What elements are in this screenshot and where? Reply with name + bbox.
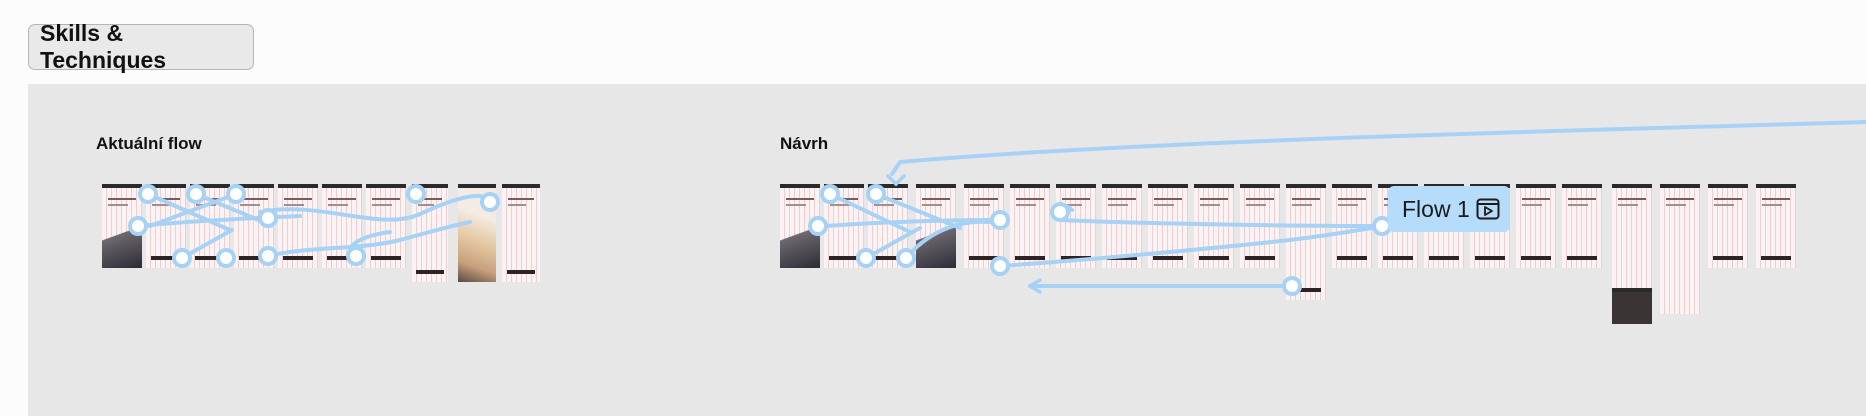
connector-line [146,192,270,232]
connection-node[interactable] [258,246,278,266]
connector-line [1058,218,1386,228]
connection-node[interactable] [258,208,278,228]
connection-node[interactable] [172,248,192,268]
connection-node[interactable] [480,192,500,212]
screen-thumbnail[interactable] [1708,184,1748,268]
screen-thumbnail[interactable] [102,184,142,268]
section-skills-techniques[interactable]: Skills & Techniques [28,20,254,73]
arrow-head [1028,278,1042,294]
connection-node[interactable] [1050,202,1070,222]
frame-label-current-flow[interactable]: Aktuální flow [96,134,202,153]
screen-thumbnail[interactable] [1562,184,1602,268]
screen-thumbnail[interactable] [1286,184,1326,300]
connector-line [890,120,1866,176]
screen-dark-panel[interactable] [1612,288,1652,324]
screen-thumbnail[interactable] [1756,184,1796,268]
play-frame-icon[interactable] [1476,198,1500,220]
screen-thumbnail[interactable] [322,184,362,268]
connection-node[interactable] [820,184,840,204]
arrow-head [886,174,906,187]
connection-node[interactable] [990,210,1010,230]
connection-node[interactable] [990,256,1010,276]
connector-line [258,194,492,222]
connection-node[interactable] [808,216,828,236]
screen-thumbnail[interactable] [1010,184,1050,268]
connection-node[interactable] [216,248,236,268]
connection-node[interactable] [896,248,916,268]
flow-1-label: Flow 1 [1402,195,1470,222]
screen-thumbnail[interactable] [1660,184,1700,314]
screen-thumbnail[interactable] [1056,184,1096,268]
connector-line [828,192,962,234]
connection-node[interactable] [866,184,886,204]
frame-label-proposal[interactable]: Návrh [780,134,829,153]
screen-thumbnail[interactable] [502,184,540,282]
connection-node[interactable] [186,184,206,204]
screen-thumbnail[interactable] [916,184,956,268]
connector-line [266,220,472,258]
connection-node[interactable] [226,184,246,204]
connection-node[interactable] [856,248,876,268]
connection-node[interactable] [406,184,426,204]
connection-node[interactable] [346,246,366,266]
connector-line [998,224,1386,268]
flow-1-badge[interactable]: Flow 1 [1388,186,1510,232]
connector-line [864,219,992,260]
connection-node[interactable] [1282,276,1302,296]
screen-thumbnail[interactable] [1516,184,1556,268]
connection-node[interactable] [128,216,148,236]
screen-thumbnail[interactable] [366,184,406,268]
connection-node[interactable] [138,184,158,204]
